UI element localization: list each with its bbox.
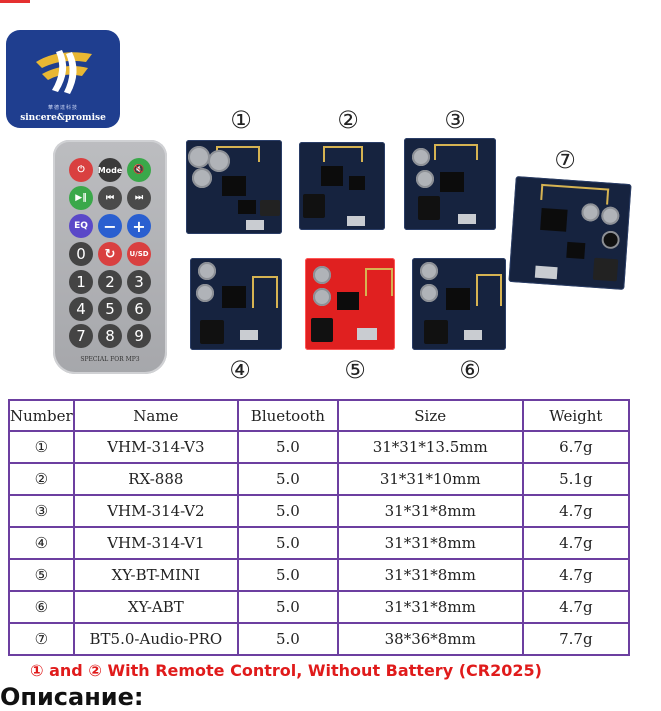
cell-bluetooth: 5.0 bbox=[237, 622, 339, 656]
cell-bluetooth: 5.0 bbox=[237, 590, 339, 624]
mute-button: 🔇 bbox=[127, 158, 151, 182]
cell-name: VHM-314-V2 bbox=[72, 494, 240, 528]
module-7-board bbox=[508, 176, 632, 290]
module-number-4: ④ bbox=[229, 356, 251, 384]
digit-2-button: 2 bbox=[98, 270, 122, 294]
cell-size: 38*36*8mm bbox=[336, 622, 524, 656]
module-1-board bbox=[186, 140, 282, 234]
module-number-6: ⑥ bbox=[459, 356, 481, 384]
module-6-board bbox=[412, 258, 506, 350]
next-button: ⏭ bbox=[127, 186, 151, 210]
cell-weight: 4.7g bbox=[521, 558, 631, 592]
power-button: ⏻ bbox=[69, 158, 93, 182]
module-number-1: ① bbox=[230, 106, 252, 134]
brand-logo: 華德達科技 sincere&promise bbox=[6, 30, 120, 128]
cell-number: ② bbox=[8, 462, 75, 496]
top-strip bbox=[0, 0, 661, 8]
volume-minus-button: − bbox=[98, 214, 122, 238]
prev-button: ⏮ bbox=[98, 186, 122, 210]
cell-number: ⑦ bbox=[8, 622, 75, 656]
cell-size: 31*31*10mm bbox=[336, 462, 524, 496]
cell-number: ③ bbox=[8, 494, 75, 528]
spec-table: Number Name Bluetooth Size Weight ① VHM-… bbox=[8, 399, 631, 656]
cell-size: 31*31*8mm bbox=[336, 526, 524, 560]
module-number-7: ⑦ bbox=[554, 146, 576, 174]
logo-brand-text: sincere&promise bbox=[20, 113, 106, 123]
cell-name: XY-ABT bbox=[72, 590, 240, 624]
repeat-button: ↻ bbox=[98, 242, 122, 266]
digit-3-button: 3 bbox=[127, 270, 151, 294]
digit-8-button: 8 bbox=[98, 324, 122, 348]
module-number-2: ② bbox=[337, 106, 359, 134]
cell-number: ⑤ bbox=[8, 558, 75, 592]
cell-weight: 4.7g bbox=[521, 494, 631, 528]
module-5-board bbox=[305, 258, 395, 350]
table-row: ② RX-888 5.0 31*31*10mm 5.1g bbox=[8, 462, 631, 496]
eq-button: EQ bbox=[69, 214, 93, 238]
table-row: ⑤ XY-BT-MINI 5.0 31*31*8mm 4.7g bbox=[8, 558, 631, 592]
cell-bluetooth: 5.0 bbox=[237, 494, 339, 528]
cell-name: BT5.0-Audio-PRO bbox=[72, 622, 240, 656]
remote-battery-note: ① and ② With Remote Control, Without Bat… bbox=[30, 661, 542, 680]
header-number: Number bbox=[8, 399, 75, 432]
cell-size: 31*31*8mm bbox=[336, 558, 524, 592]
cell-bluetooth: 5.0 bbox=[237, 462, 339, 496]
table-row: ④ VHM-314-V1 5.0 31*31*8mm 4.7g bbox=[8, 526, 631, 560]
table-row: ⑦ BT5.0-Audio-PRO 5.0 38*36*8mm 7.7g bbox=[8, 622, 631, 656]
digit-4-button: 4 bbox=[69, 297, 93, 321]
cell-name: XY-BT-MINI bbox=[72, 558, 240, 592]
cell-weight: 6.7g bbox=[521, 430, 631, 464]
header-size: Size bbox=[336, 399, 524, 432]
table-row: ⑥ XY-ABT 5.0 31*31*8mm 4.7g bbox=[8, 590, 631, 624]
digit-5-button: 5 bbox=[98, 297, 122, 321]
header-weight: Weight bbox=[521, 399, 631, 432]
header-name: Name bbox=[72, 399, 240, 432]
cell-number: ⑥ bbox=[8, 590, 75, 624]
cell-name: RX-888 bbox=[72, 462, 240, 496]
cell-bluetooth: 5.0 bbox=[237, 526, 339, 560]
cell-size: 31*31*13.5mm bbox=[336, 430, 524, 464]
cell-bluetooth: 5.0 bbox=[237, 430, 339, 464]
digit-1-button: 1 bbox=[69, 270, 93, 294]
logo-mark-icon bbox=[36, 50, 92, 94]
mode-button: Mode bbox=[98, 158, 122, 182]
usd-button: U/SD bbox=[127, 242, 151, 266]
cell-weight: 4.7g bbox=[521, 526, 631, 560]
module-number-5: ⑤ bbox=[344, 356, 366, 384]
digit-6-button: 6 bbox=[127, 297, 151, 321]
cell-size: 31*31*8mm bbox=[336, 494, 524, 528]
cell-number: ① bbox=[8, 430, 75, 464]
table-header-row: Number Name Bluetooth Size Weight bbox=[8, 399, 631, 432]
module-3-board bbox=[404, 138, 496, 230]
module-4-board bbox=[190, 258, 282, 350]
module-number-3: ③ bbox=[444, 106, 466, 134]
remote-control: ⏻ Mode 🔇 ▶‖ ⏮ ⏭ EQ − + 0 ↻ U/SD 1 2 3 4 … bbox=[53, 140, 167, 374]
cell-weight: 4.7g bbox=[521, 590, 631, 624]
cell-weight: 7.7g bbox=[521, 622, 631, 656]
digit-9-button: 9 bbox=[127, 324, 151, 348]
description-heading: Описание: bbox=[0, 683, 144, 711]
cell-bluetooth: 5.0 bbox=[237, 558, 339, 592]
volume-plus-button: + bbox=[127, 214, 151, 238]
cell-name: VHM-314-V3 bbox=[72, 430, 240, 464]
table-row: ③ VHM-314-V2 5.0 31*31*8mm 4.7g bbox=[8, 494, 631, 528]
logo-chinese-text: 華德達科技 bbox=[47, 105, 78, 111]
digit-7-button: 7 bbox=[69, 324, 93, 348]
cell-size: 31*31*8mm bbox=[336, 590, 524, 624]
play-pause-button: ▶‖ bbox=[69, 186, 93, 210]
cell-weight: 5.1g bbox=[521, 462, 631, 496]
module-2-board bbox=[299, 142, 385, 230]
remote-label: SPECIAL FOR MP3 bbox=[80, 356, 140, 363]
cell-name: VHM-314-V1 bbox=[72, 526, 240, 560]
header-bluetooth: Bluetooth bbox=[237, 399, 339, 432]
digit-0-button: 0 bbox=[69, 242, 93, 266]
cell-number: ④ bbox=[8, 526, 75, 560]
table-row: ① VHM-314-V3 5.0 31*31*13.5mm 6.7g bbox=[8, 430, 631, 464]
